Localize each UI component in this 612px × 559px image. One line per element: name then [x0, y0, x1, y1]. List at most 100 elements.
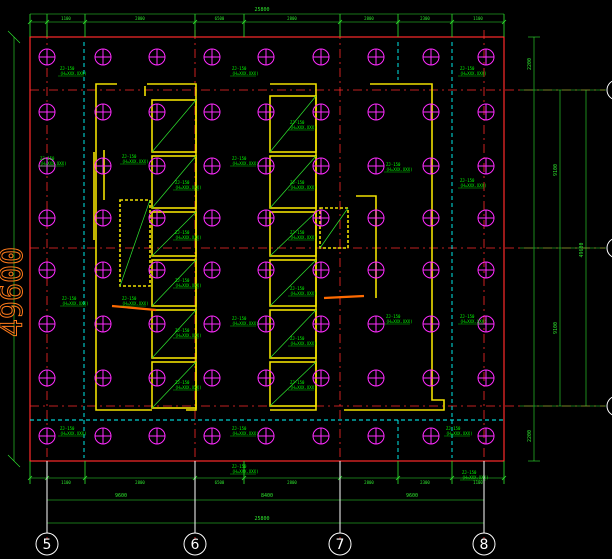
circle-cross-icon	[94, 315, 112, 333]
top-segment-dim: 2300	[420, 16, 430, 21]
axis-grid	[30, 30, 605, 540]
bottom-segment-dim: 2800	[364, 480, 374, 485]
circle-cross-icon	[312, 261, 330, 279]
cyan-boundary	[30, 42, 504, 460]
hole-callout-label: ZJ-150	[232, 426, 247, 431]
hole-callout-sub: (H=XXX.XXX)	[290, 291, 317, 296]
hole-callout-label: ZJ-150	[122, 296, 137, 301]
circle-cross-icon	[94, 261, 112, 279]
circle-cross-icon	[94, 103, 112, 121]
bottom-segment-dim: 1100	[473, 480, 483, 485]
circle-cross-icon	[367, 427, 385, 445]
hole-callout-label: ZJ-150	[446, 426, 461, 431]
top-segment-dim: 2800	[135, 16, 145, 21]
circle-cross-icon	[148, 315, 166, 333]
circle-cross-icon	[148, 157, 166, 175]
hole-callout-sub: (H=XXX.XXX)	[62, 301, 89, 306]
hole-callout-sub: (H=XXX.XXX)	[232, 431, 259, 436]
hole-callout-label: ZJ-150	[232, 66, 247, 71]
core-walls	[93, 83, 445, 411]
circle-cross-icon	[312, 369, 330, 387]
circle-cross-icon	[148, 209, 166, 227]
circle-cross-icon	[312, 427, 330, 445]
hole-callouts: ZJ-150(H=XXX.XXX)ZJ-150(H=XXX.XXX)ZJ-150…	[38, 66, 489, 481]
hole-callout-sub: (H=XXX.XXX)	[290, 341, 317, 346]
right-dim-1: 2200	[527, 58, 533, 70]
circle-cross-icon	[422, 103, 440, 121]
hole-callout-sub: (H=XXX.XXX)	[460, 71, 487, 76]
circle-cross-icon	[94, 209, 112, 227]
axis-bubble-icon	[606, 396, 612, 416]
hole-callout-label: ZJ-150	[290, 380, 305, 385]
bottom-segment-dim: 2800	[135, 480, 145, 485]
hole-callout-label: ZJ-150	[175, 380, 190, 385]
axis-bubble-icon	[606, 238, 612, 258]
axis-bubble-icon	[35, 532, 59, 556]
circle-cross-icon	[257, 48, 275, 66]
circle-cross-icon	[38, 209, 56, 227]
axis-bubbles-right	[606, 80, 612, 416]
hole-callout-label: ZJ-150	[460, 66, 475, 71]
bottom-segment-dim: 6500	[215, 480, 225, 485]
circle-cross-icon	[477, 261, 495, 279]
bottom-mid-dim-2: 8400	[261, 493, 273, 499]
circle-cross-icon	[312, 315, 330, 333]
hole-callout-sub: (H=XXX.XXX)	[232, 71, 259, 76]
circle-cross-icon	[422, 48, 440, 66]
hole-callout-label: ZJ-150	[175, 180, 190, 185]
circle-cross-icon	[477, 209, 495, 227]
hole-callout-label: ZJ-150	[62, 296, 77, 301]
bottom-total-dim: 25800	[254, 516, 269, 522]
hole-callout-label: ZJ-150	[232, 316, 247, 321]
circle-cross-icon	[312, 209, 330, 227]
bottom-segment-dim: 2300	[420, 480, 430, 485]
axis-label-5: 5	[43, 537, 52, 553]
circle-cross-icon	[257, 209, 275, 227]
opening-diagonals	[119, 95, 349, 409]
dimension-lines	[7, 13, 606, 524]
circle-cross-icon	[203, 427, 221, 445]
hole-callout-sub: (H=XXX.XXX)	[290, 125, 317, 130]
circle-cross-icon	[94, 427, 112, 445]
top-total-dim: 25800	[254, 7, 269, 13]
circle-cross-icon	[38, 48, 495, 445]
bottom-segment-dim: 1100	[61, 480, 71, 485]
hole-callout-sub: (H=XXX.XXX)	[232, 469, 259, 474]
hole-callout-sub: (H=XXX.XXX)	[290, 385, 317, 390]
circle-cross-icon	[367, 209, 385, 227]
circle-cross-icon	[257, 157, 275, 175]
orange-marks	[111, 294, 365, 312]
right-dim-4: 9100	[553, 322, 559, 334]
axis-label-7: 7	[336, 537, 345, 553]
circle-cross-icon	[38, 315, 56, 333]
top-segment-dim: 1100	[61, 16, 71, 21]
hole-callout-sub: (H=XXX.XXX)	[386, 167, 413, 172]
circle-cross-icon	[367, 369, 385, 387]
right-total-dim: 49600	[579, 242, 585, 257]
circle-cross-icon	[38, 48, 56, 66]
hole-callout-sub: (H=XXX.XXX)	[122, 301, 149, 306]
circle-cross-icon	[38, 369, 56, 387]
slab-outline	[29, 36, 505, 462]
circle-cross-icon	[203, 261, 221, 279]
hole-callout-label: ZJ-150	[290, 120, 305, 125]
top-segment-dim: 2800	[287, 16, 297, 21]
bottom-mid-dim-1: 9600	[115, 493, 127, 499]
hole-callout-label: ZJ-150	[175, 230, 190, 235]
circle-cross-icon	[257, 427, 275, 445]
circle-cross-icon	[422, 157, 440, 175]
circle-cross-icon	[38, 427, 56, 445]
hole-callout-sub: (H=XXX.XXX)	[60, 71, 87, 76]
hole-callout-label: ZJ-150	[40, 156, 55, 161]
hole-callout-sub: (H=XXX.XXX)	[175, 283, 202, 288]
circle-cross-icon	[203, 48, 221, 66]
circle-cross-icon	[367, 315, 385, 333]
right-dim-3: 9100	[553, 164, 559, 176]
hole-callout-label: ZJ-150	[290, 180, 305, 185]
hole-callout-label: ZJ-150	[460, 178, 475, 183]
circle-cross-icon	[148, 48, 166, 66]
circle-cross-icon	[38, 261, 56, 279]
circle-cross-icon	[422, 261, 440, 279]
top-segment-dim: 2800	[364, 16, 374, 21]
